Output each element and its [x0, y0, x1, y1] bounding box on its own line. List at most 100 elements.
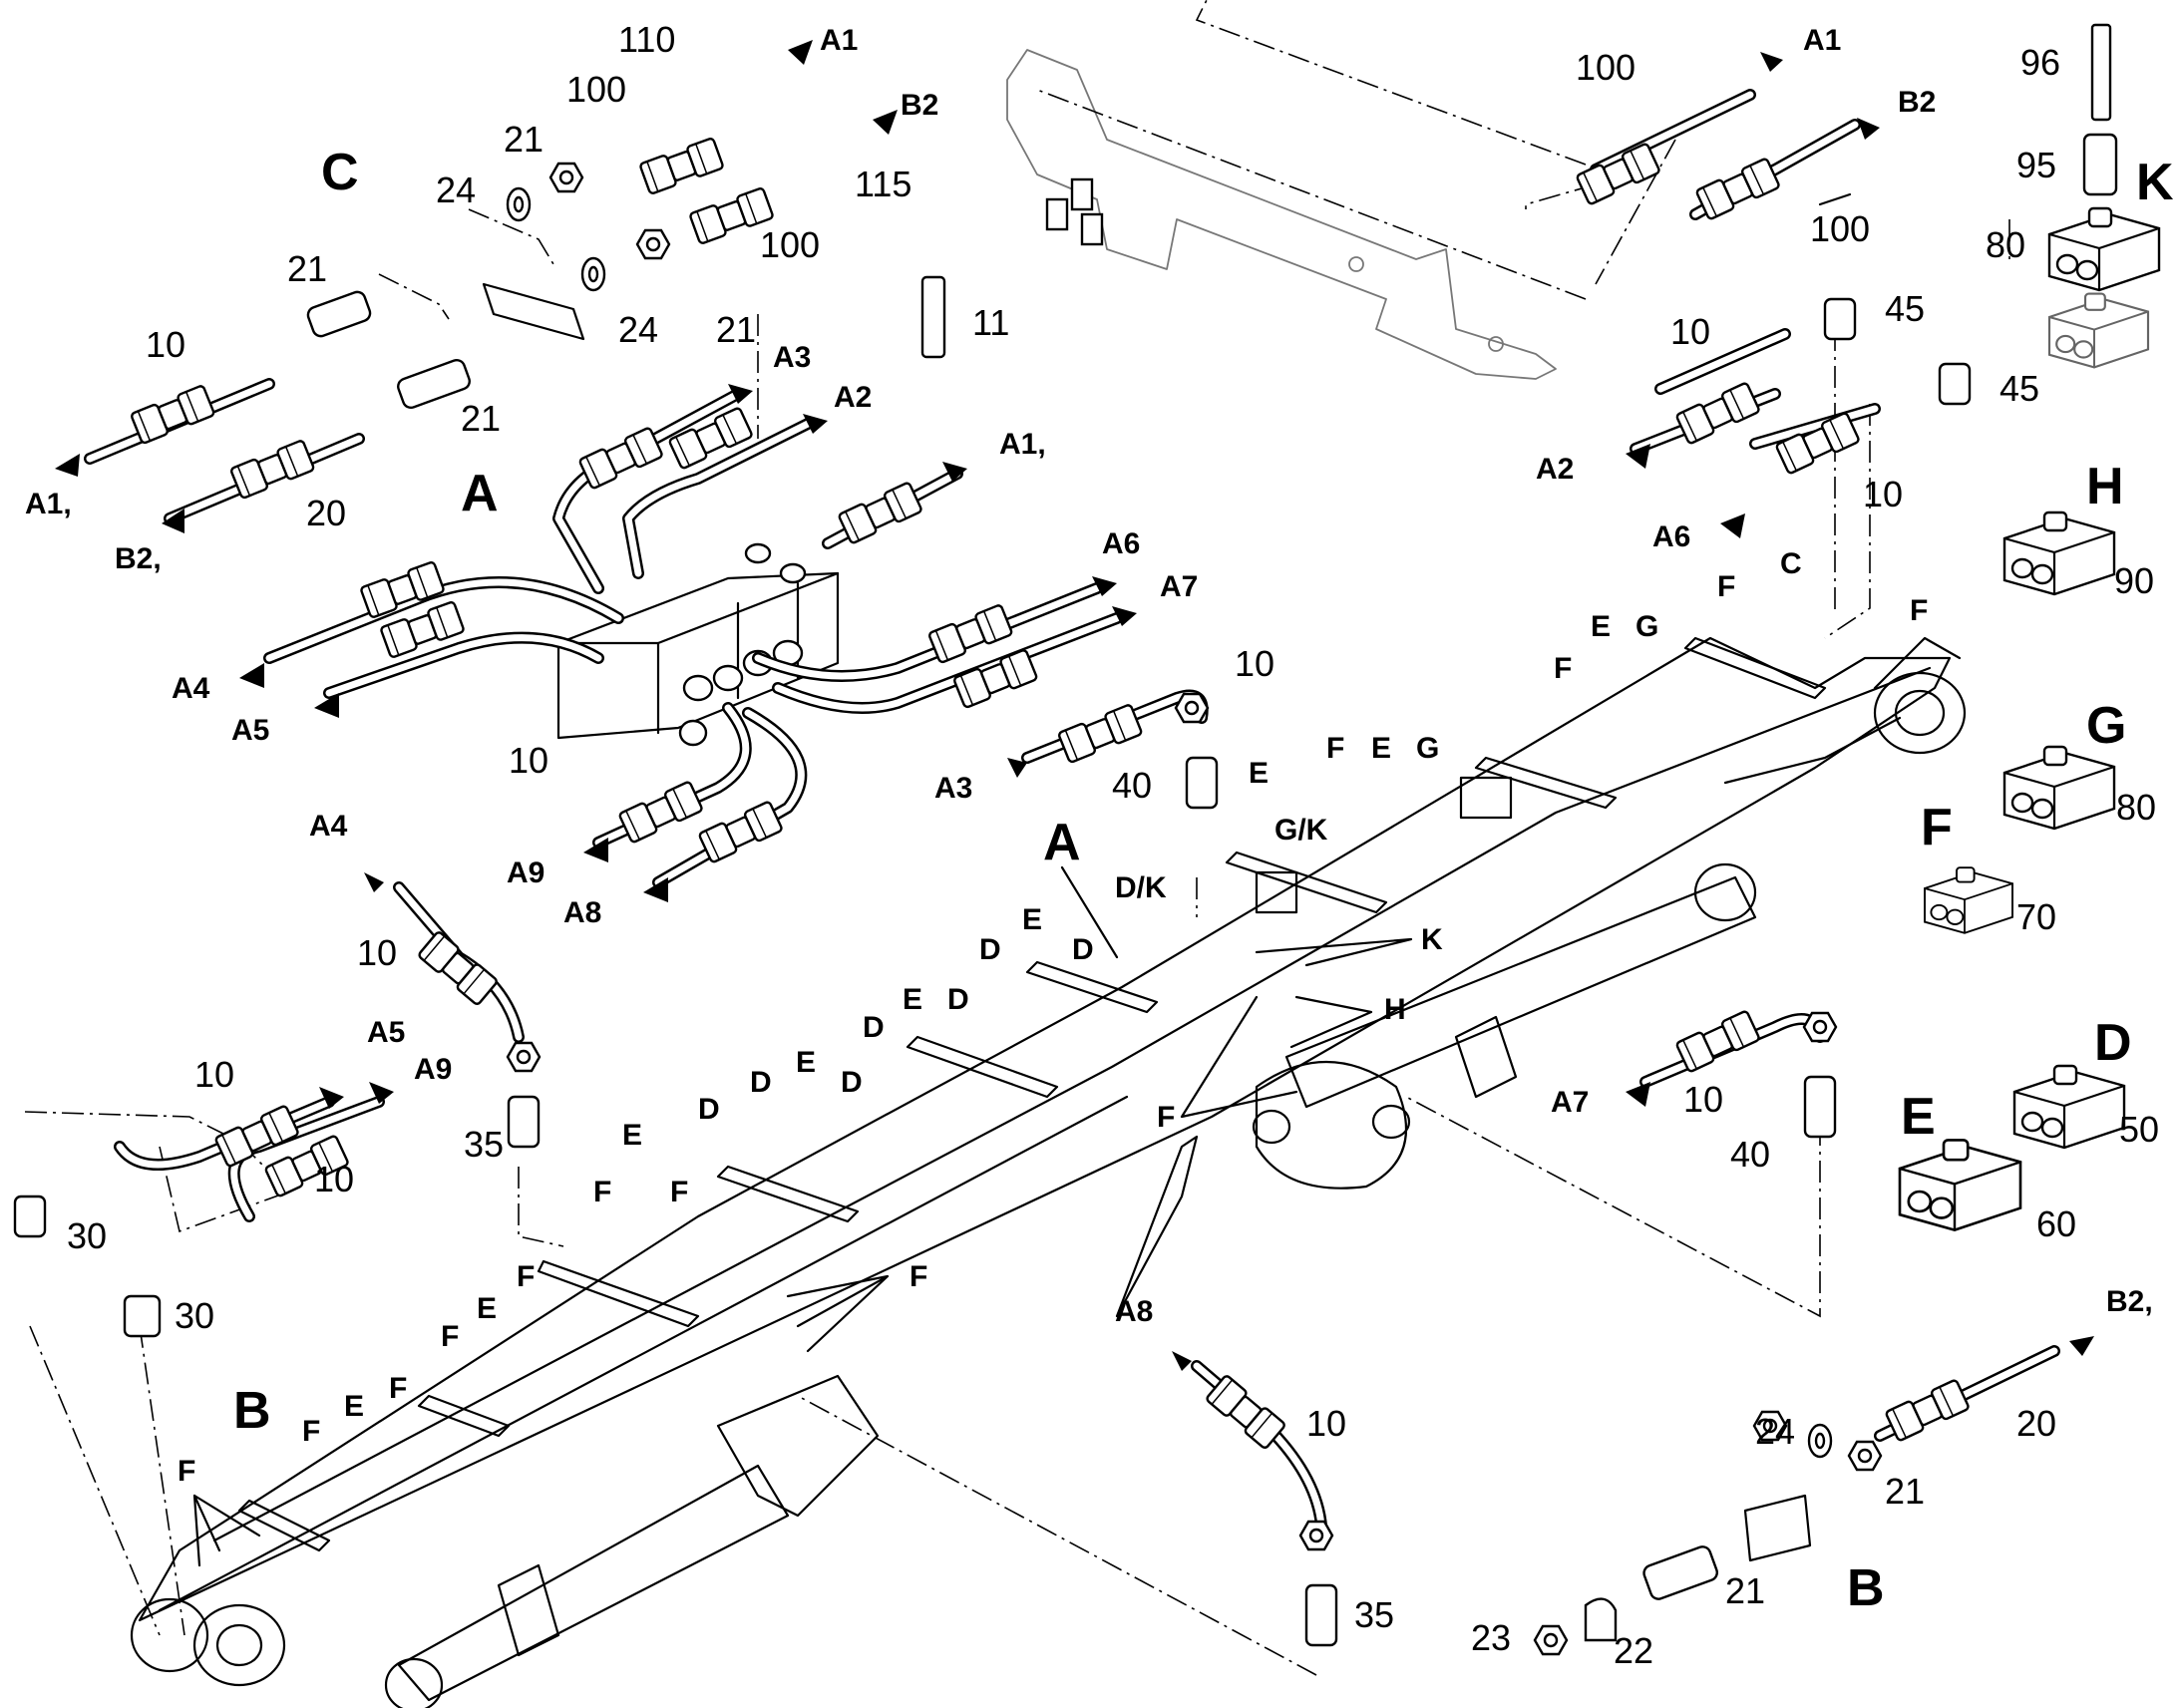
part-10: 10 [509, 740, 548, 781]
clamp-ref-d: D [698, 1093, 720, 1126]
part-60: 60 [2036, 1203, 2076, 1244]
part-11: 11 [972, 302, 1009, 343]
clamp-ref-d: D [750, 1066, 772, 1099]
lower-cylinder [384, 1135, 1199, 1708]
section-label-k: K [2136, 154, 2174, 211]
conn-b2-comma: B2, [115, 542, 162, 575]
part-80: 80 [1986, 224, 2025, 265]
part-35: 35 [464, 1124, 504, 1165]
clamp-ref-f: F [1326, 732, 1344, 765]
clamp-ref-e: E [1022, 903, 1042, 936]
clamp-plates [237, 636, 1827, 1552]
part-45: 45 [1999, 368, 2039, 409]
clamp-ref-leaders [192, 192, 1852, 1567]
section-label-c: C [321, 144, 359, 201]
conn-b2: B2 [901, 89, 938, 122]
part-35: 35 [1354, 1594, 1394, 1635]
part-110: 110 [618, 19, 675, 60]
clamp-ref-d: D [979, 933, 1001, 966]
part-10: 10 [194, 1054, 234, 1095]
part-21: 21 [461, 398, 501, 439]
mounting-bracket [1006, 49, 1557, 380]
conn-a2: A2 [1536, 453, 1574, 486]
part-20: 20 [306, 493, 346, 533]
clamp-ref-f: F [517, 1260, 535, 1293]
part-21: 21 [716, 309, 756, 350]
part-10: 10 [314, 1159, 354, 1199]
connection-arrows [55, 40, 2094, 1371]
part-10: 10 [1235, 643, 1274, 684]
section-label-b: B [233, 1382, 271, 1440]
conn-a1: A1 [1803, 24, 1841, 57]
conn-a9: A9 [414, 1053, 452, 1086]
conn-a5: A5 [231, 714, 269, 747]
part-45: 45 [1885, 288, 1925, 329]
part-24: 24 [1755, 1411, 1795, 1452]
clamp-ref-e: E [1249, 757, 1269, 790]
part-24: 24 [436, 170, 476, 210]
clamp-key [1898, 23, 2161, 1231]
part-115: 115 [855, 164, 911, 204]
conn-a1-comma: A1, [25, 488, 72, 520]
conn-a3: A3 [773, 341, 811, 374]
conn-a2: A2 [834, 381, 872, 414]
conn-a3: A3 [934, 772, 972, 805]
boom-arm [130, 636, 1967, 1687]
part-30: 30 [67, 1215, 107, 1256]
clamp-ref-d: D [947, 983, 969, 1016]
conn-a1: A1 [820, 24, 858, 57]
clamp-ref-f: F [1910, 594, 1928, 627]
part-40: 40 [1112, 765, 1152, 806]
part-100: 100 [760, 224, 820, 265]
clamp-ref-e: E [796, 1046, 816, 1079]
section-label-h: H [2086, 458, 2124, 515]
part-10: 10 [1306, 1403, 1346, 1444]
part-10: 10 [1863, 474, 1903, 514]
conn-b2-comma: B2, [2106, 1285, 2153, 1318]
part-23: 23 [1471, 1617, 1511, 1658]
clamp-ref-f: F [178, 1455, 195, 1488]
section-label-g: G [2086, 697, 2126, 755]
part-95: 95 [2016, 145, 2056, 185]
fittings [13, 136, 1972, 1656]
clamp-ref-f: F [593, 1176, 611, 1208]
section-label-b-kit: B [1847, 1559, 1885, 1617]
clamp-ref-h: H [1384, 993, 1406, 1026]
clamp-ref-k: K [1421, 923, 1443, 956]
conn-a9: A9 [507, 856, 545, 889]
part-24: 24 [618, 309, 658, 350]
clamp-ref-e: E [903, 983, 922, 1016]
clamp-ref-dk: D/K [1115, 871, 1167, 904]
part-21: 21 [1725, 1570, 1765, 1611]
part-90: 90 [2114, 560, 2154, 601]
clamp-ref-f: F [1554, 652, 1572, 685]
part-22: 22 [1614, 1630, 1653, 1671]
clamp-ref-e: E [1371, 732, 1391, 765]
part-70: 70 [2016, 896, 2056, 937]
conn-a8: A8 [563, 896, 601, 929]
part-100: 100 [1810, 208, 1870, 249]
part-21: 21 [504, 119, 544, 160]
clamp-ref-f: F [302, 1415, 320, 1448]
clamp-ref-d: D [1072, 933, 1094, 966]
clamp-ref-gk: G/K [1274, 814, 1328, 847]
conn-a1-comma: A1, [999, 428, 1046, 461]
part-100: 100 [566, 69, 626, 110]
part-50: 50 [2119, 1109, 2159, 1150]
conn-a8: A8 [1115, 1295, 1153, 1328]
part-10: 10 [1683, 1079, 1723, 1120]
part-10: 10 [357, 932, 397, 973]
clamp-ref-e: E [622, 1119, 642, 1152]
clamp-ref-e: E [1591, 610, 1611, 643]
part-20: 20 [2016, 1403, 2056, 1444]
part-96: 96 [2020, 42, 2060, 83]
valve-block [556, 275, 946, 747]
conn-a6: A6 [1652, 520, 1690, 553]
section-label-a: A [461, 465, 499, 522]
leader-lines [24, 0, 2010, 1676]
part-30: 30 [175, 1295, 214, 1336]
clamp-ref-f: F [909, 1260, 927, 1293]
clamp-ref-g: G [1635, 610, 1658, 643]
labels: C A A B B K H G F D E 110 100 21 24 21 1… [25, 19, 2174, 1671]
